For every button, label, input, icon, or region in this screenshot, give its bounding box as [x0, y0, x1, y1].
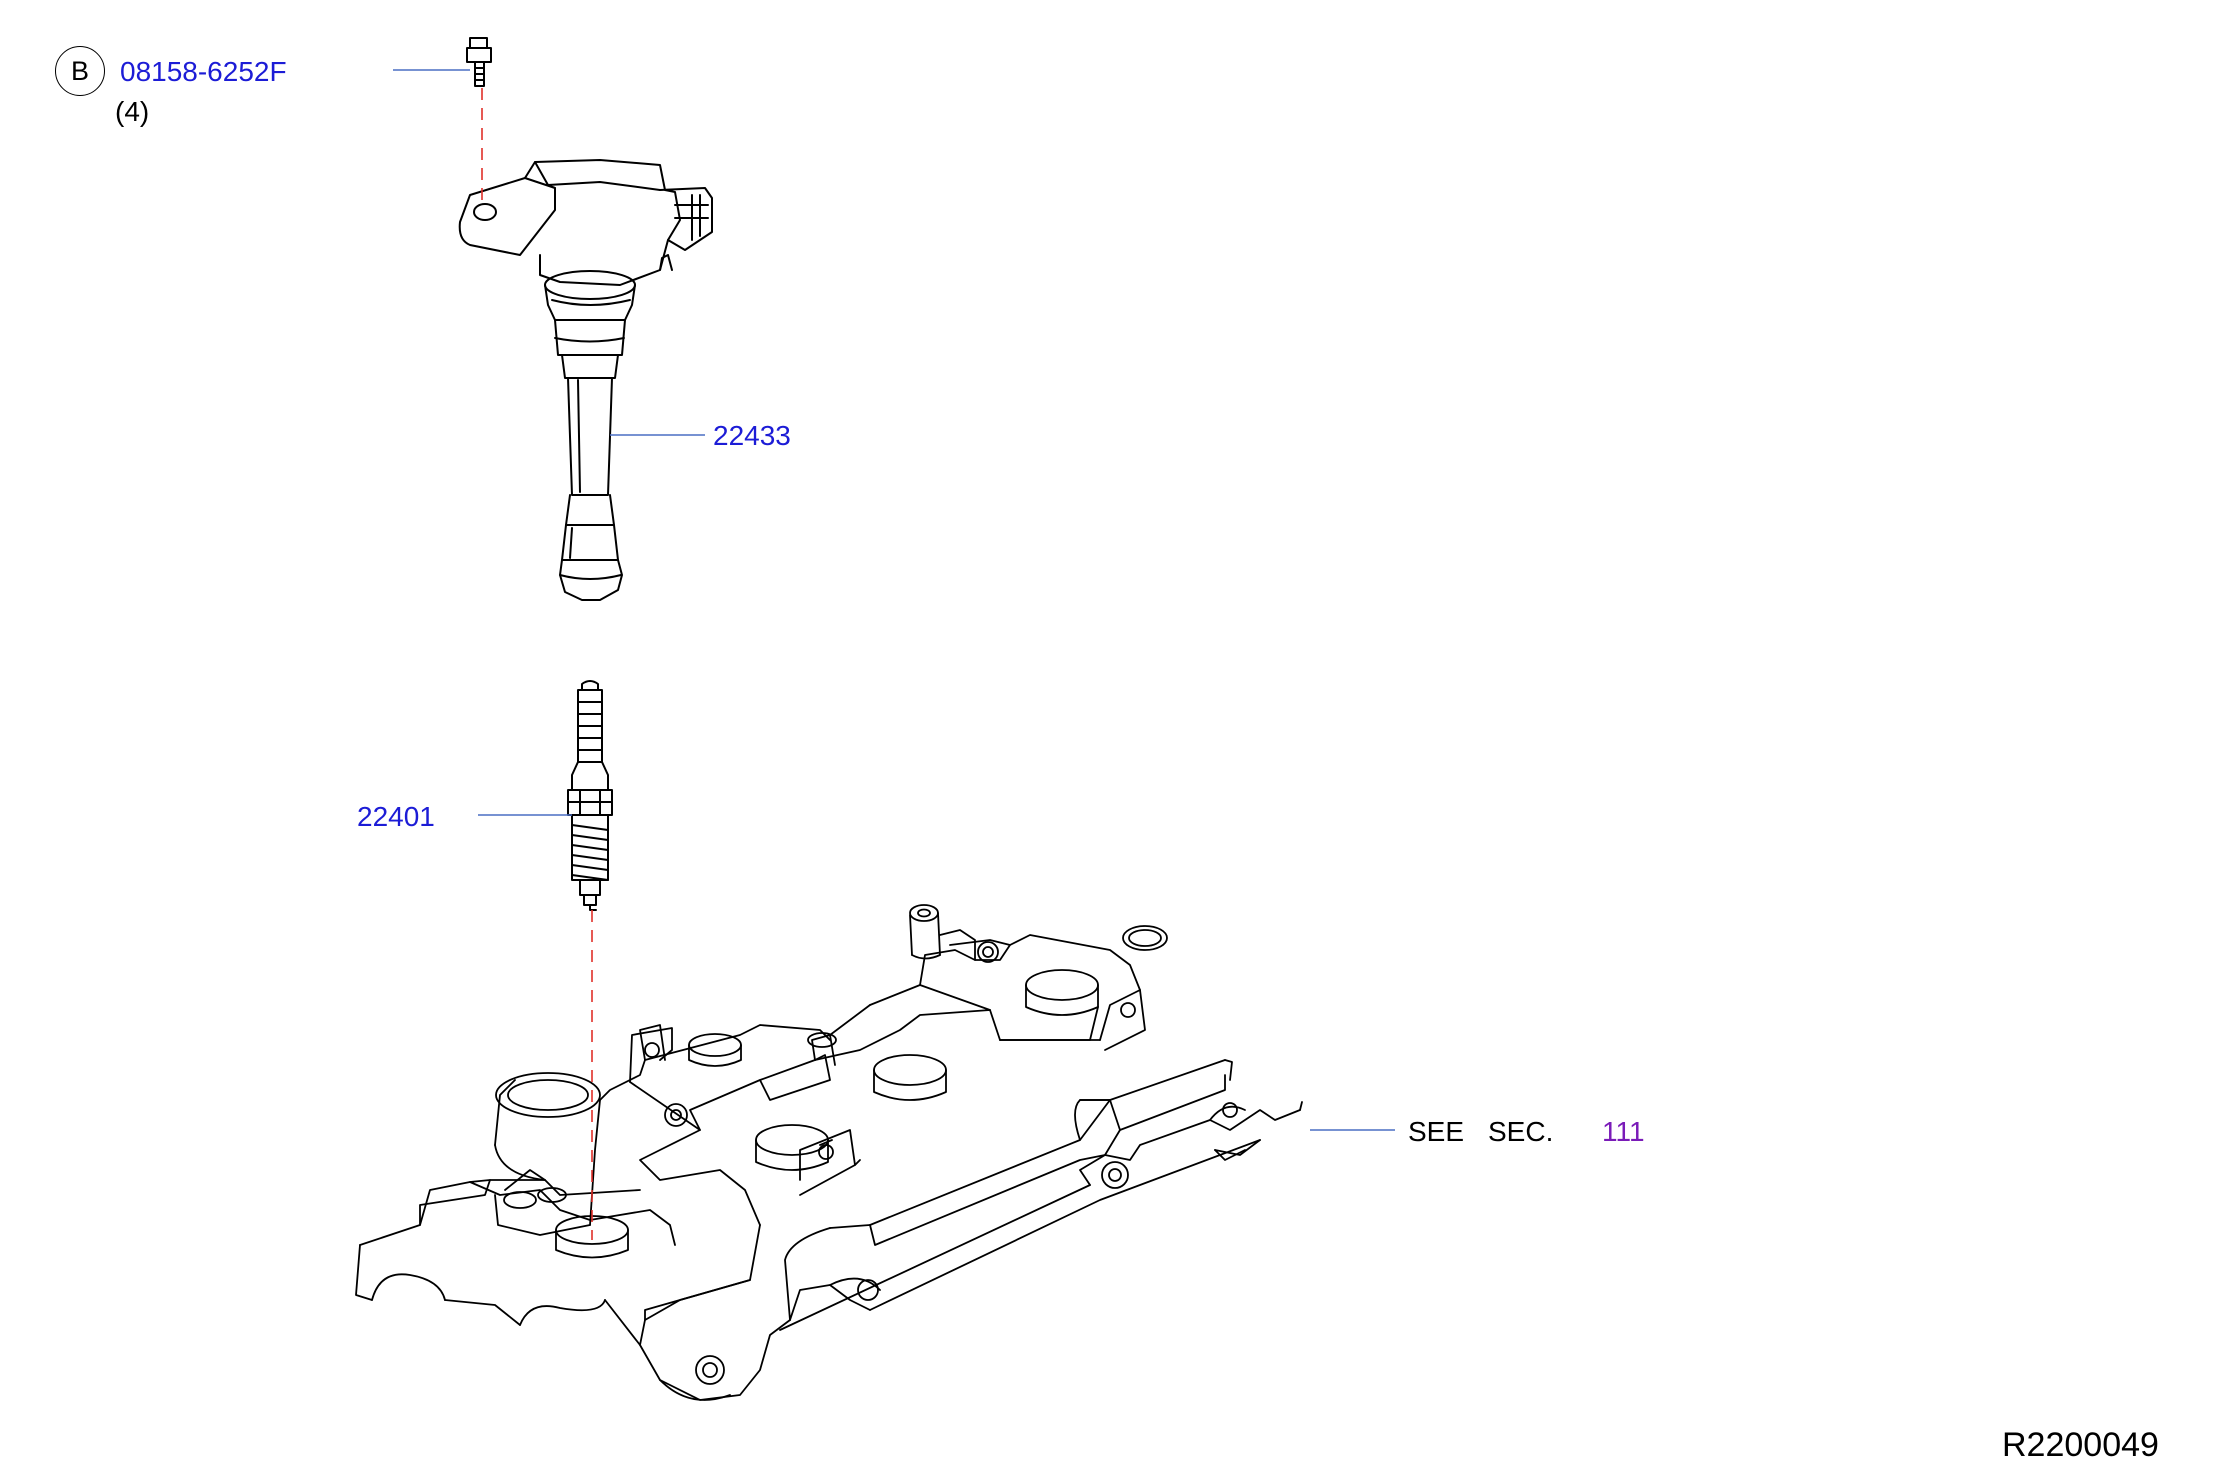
- bolt-quantity: (4): [115, 96, 150, 127]
- callout-b-circle: B: [55, 46, 105, 96]
- part-number-ignition-coil[interactable]: 22433: [713, 420, 791, 451]
- part-number-bolt[interactable]: 08158-6252F: [120, 56, 287, 87]
- see-label: SEE: [1408, 1116, 1465, 1147]
- bolt-drawing: [466, 37, 492, 87]
- diagram-id: R2200049: [2002, 1426, 2159, 1464]
- callout-b-letter: B: [70, 55, 89, 86]
- sec-label: SEC.: [1488, 1116, 1554, 1147]
- section-link-111[interactable]: 111: [1602, 1116, 1645, 1147]
- valve-cover-drawing: [355, 904, 1303, 1401]
- part-number-spark-plug[interactable]: 22401: [357, 801, 435, 832]
- ignition-coil-drawing: [458, 159, 713, 601]
- spark-plug-drawing: [567, 680, 613, 911]
